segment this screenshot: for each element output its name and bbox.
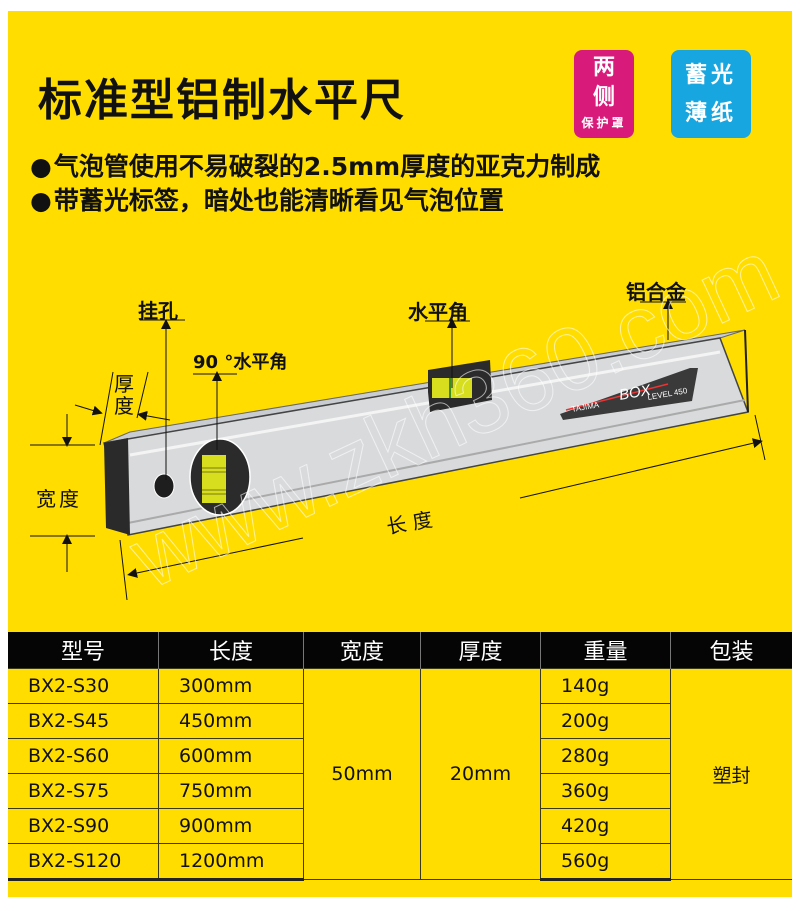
label-thickness: 厚度 <box>114 372 134 418</box>
table-row: BX2-S60 600mm 280g <box>8 738 792 774</box>
cell-length: 900mm <box>158 808 304 844</box>
cell-weight: 420g <box>540 808 671 844</box>
page-title: 标准型铝制水平尺 <box>38 75 406 126</box>
cell-weight: 560g <box>540 843 671 881</box>
cell-model: BX2-S30 <box>8 668 159 704</box>
spec-table: 型号 长度 宽度 厚度 重量 包装 BX2-S30 300mm 50mm 20m… <box>8 632 792 881</box>
badge-line: 薄纸 <box>684 101 737 126</box>
col-model: 型号 <box>8 632 159 669</box>
table-row: BX2-S75 750mm 360g <box>8 773 792 809</box>
cell-width: 50mm <box>303 668 421 880</box>
badge-line: 蓄光 <box>684 63 737 88</box>
label-vertical-vial: 90 °水平角 <box>193 352 288 373</box>
label-hang-hole: 挂孔 <box>138 299 178 323</box>
feature-item: 气泡管使用不易破裂的2.5mm厚度的亚克力制成 <box>30 150 600 184</box>
table-row: BX2-S30 300mm 50mm 20mm 140g 塑封 <box>8 668 792 880</box>
cell-weight: 360g <box>540 773 671 809</box>
label-aluminum: 铝合金 <box>626 280 686 304</box>
col-weight: 重量 <box>540 632 671 669</box>
table-row: BX2-S90 900mm 420g <box>8 808 792 844</box>
label-horizontal-vial: 水平角 <box>408 300 468 324</box>
cell-length: 450mm <box>158 703 304 739</box>
label-width: 宽度 <box>36 487 82 511</box>
svg-text:BOX: BOX <box>618 382 653 404</box>
level-diagram: TAJIMA BOX LEVEL 450 www.zkh360.com 挂孔 9… <box>0 250 800 620</box>
col-length: 长度 <box>158 632 304 669</box>
cell-model: BX2-S60 <box>8 738 159 774</box>
table-row: BX2-S45 450mm 200g <box>8 703 792 739</box>
badge-line: 侧 <box>592 85 615 110</box>
cell-weight: 140g <box>540 668 671 704</box>
cell-model: BX2-S90 <box>8 808 159 844</box>
cell-model: BX2-S120 <box>8 843 159 881</box>
badge-side-protector: 两 侧 保护罩 <box>574 50 634 138</box>
cell-packaging: 塑封 <box>670 668 792 880</box>
badge-line: 两 <box>592 55 615 80</box>
feature-list: 气泡管使用不易破裂的2.5mm厚度的亚克力制成 带蓄光标签，暗处也能清晰看见气泡… <box>30 150 600 218</box>
cell-length: 750mm <box>158 773 304 809</box>
cell-weight: 200g <box>540 703 671 739</box>
col-width: 宽度 <box>303 632 421 669</box>
badge-sub: 保护罩 <box>581 116 627 130</box>
badge-luminous-film: 蓄光 薄纸 <box>671 50 751 138</box>
cell-weight: 280g <box>540 738 671 774</box>
cell-thickness: 20mm <box>420 668 541 880</box>
cell-length: 1200mm <box>158 843 304 881</box>
cell-model: BX2-S45 <box>8 703 159 739</box>
col-packaging: 包装 <box>670 632 792 669</box>
cell-length: 600mm <box>158 738 304 774</box>
cell-model: BX2-S75 <box>8 773 159 809</box>
spirit-level-illustration: TAJIMA BOX LEVEL 450 www.zkh360.com <box>30 250 794 609</box>
table-header-row: 型号 长度 宽度 厚度 重量 包装 <box>8 632 792 669</box>
table-row: BX2-S120 1200mm 560g <box>8 843 792 881</box>
feature-item: 带蓄光标签，暗处也能清晰看见气泡位置 <box>30 184 600 218</box>
col-thickness: 厚度 <box>420 632 541 669</box>
cell-length: 300mm <box>158 668 304 704</box>
